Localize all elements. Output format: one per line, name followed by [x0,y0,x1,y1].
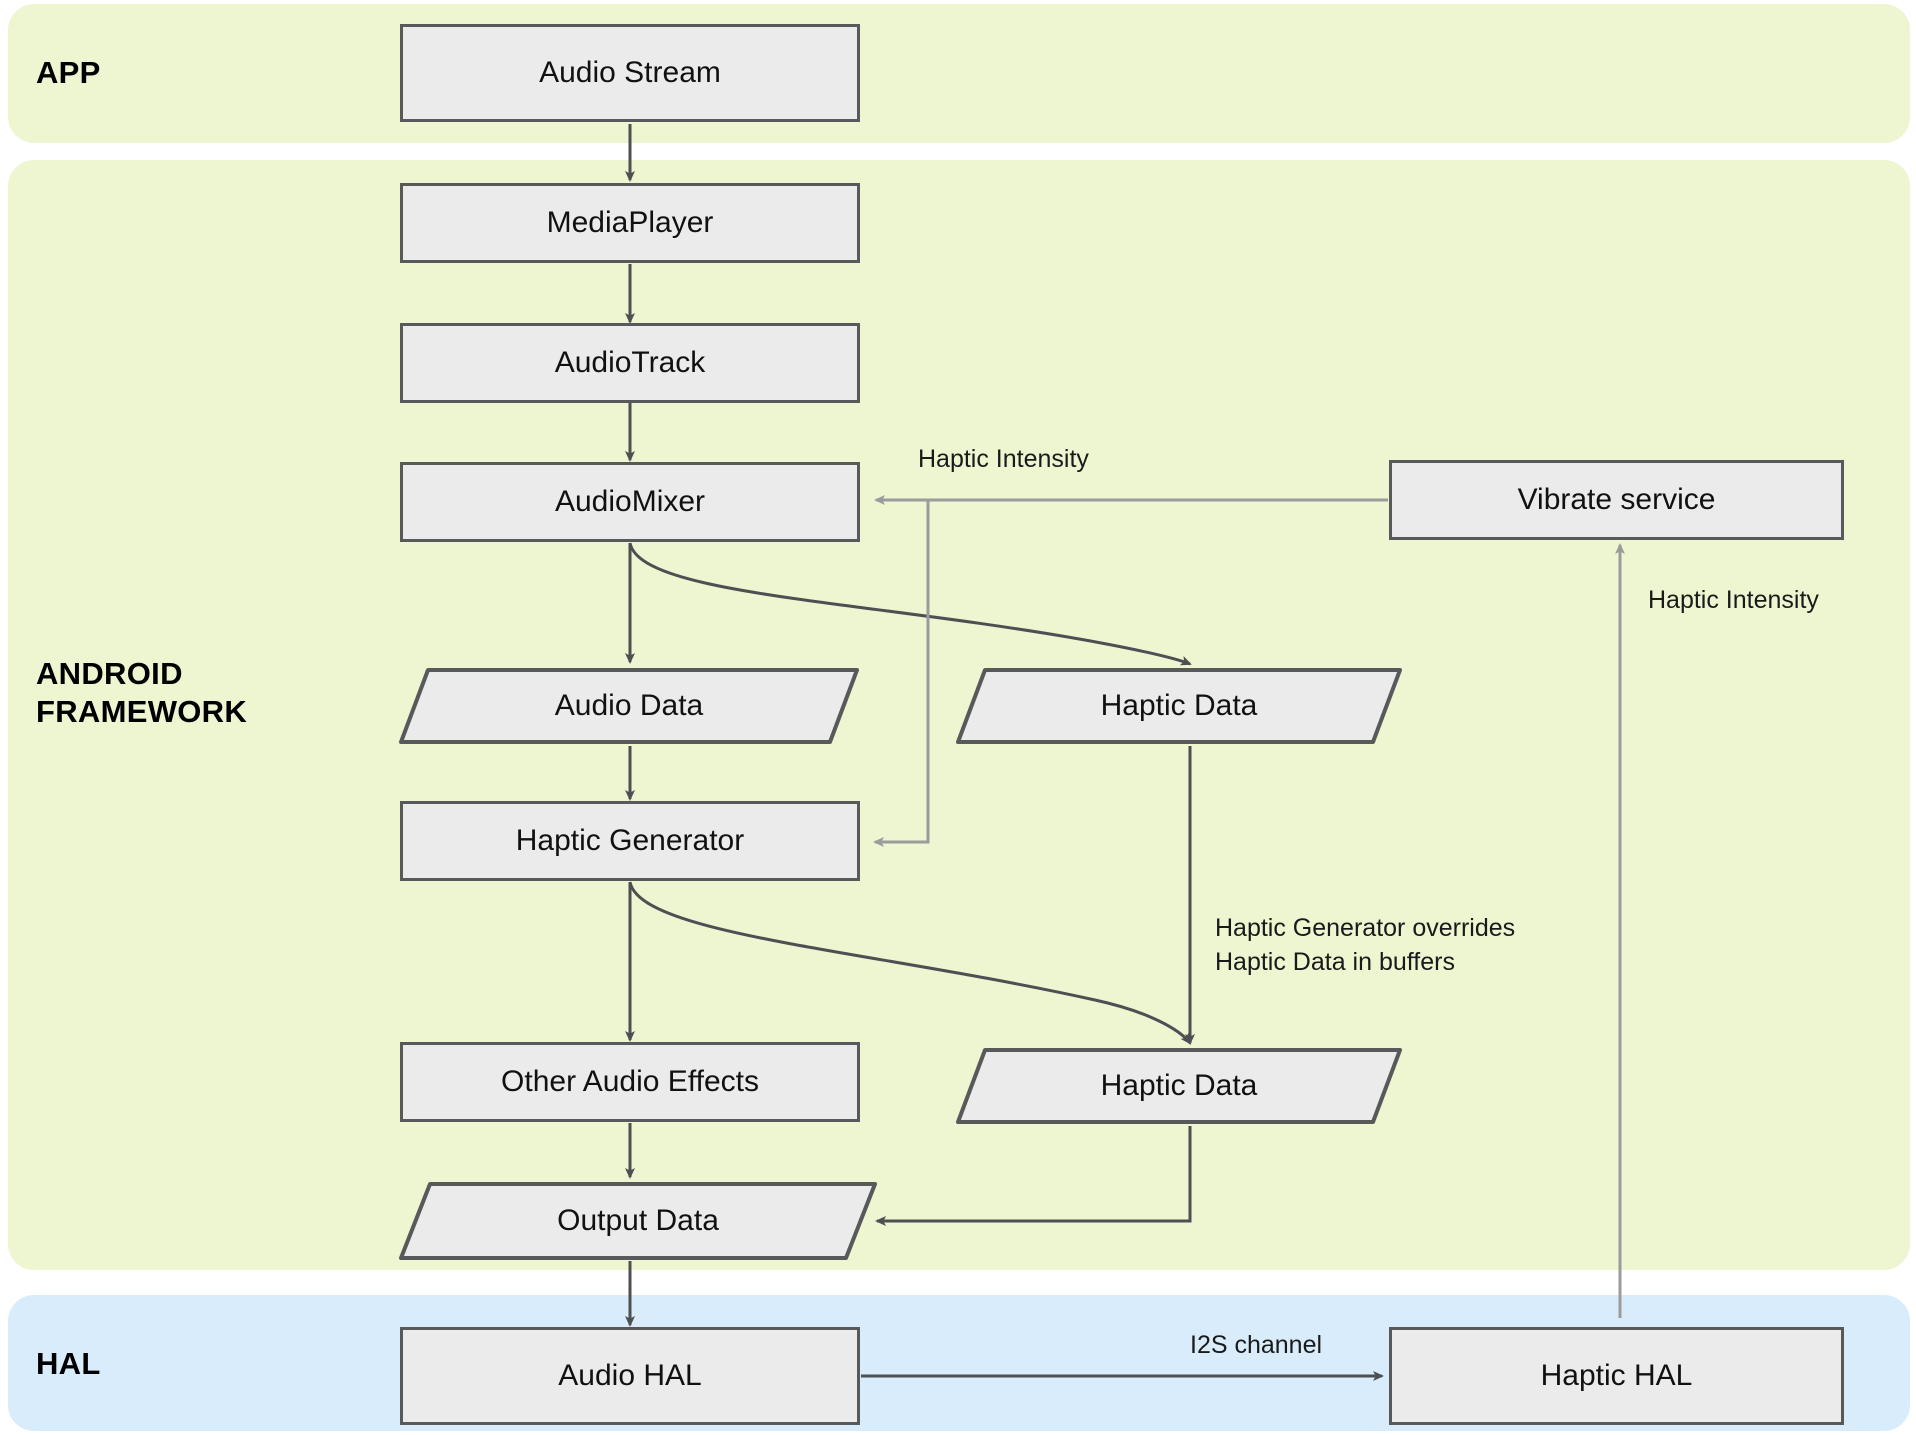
node-audio-track[interactable]: AudioTrack [400,323,860,403]
node-vibrate-service[interactable]: Vibrate service [1389,460,1844,540]
node-audio-data[interactable]: Audio Data [398,667,860,745]
node-audio-hal[interactable]: Audio HAL [400,1327,860,1425]
node-audio-data-label: Audio Data [554,689,704,722]
node-audio-stream-label: Audio Stream [539,56,721,89]
node-media-player-label: MediaPlayer [546,206,714,239]
edge-label-i2s-channel: I2S channel [1190,1331,1323,1359]
node-haptic-generator-label: Haptic Generator [515,824,745,857]
node-audio-stream[interactable]: Audio Stream [400,24,860,122]
audio-data-shape [398,667,860,745]
haptic-data-1-shape [955,667,1403,745]
node-audio-mixer-label: AudioMixer [554,485,706,518]
node-audio-hal-label: Audio HAL [558,1359,702,1392]
haptic-data-2-shape [955,1047,1403,1125]
panel-label-hal: HAL [36,1346,101,1381]
node-haptic-hal[interactable]: Haptic HAL [1389,1327,1844,1425]
node-media-player[interactable]: MediaPlayer [400,183,860,263]
node-other-audio-effects-label: Other Audio Effects [501,1065,759,1098]
node-haptic-data-2-label: Haptic Data [1100,1069,1258,1102]
node-audio-track-label: AudioTrack [554,346,706,379]
node-haptic-generator[interactable]: Haptic Generator [400,801,860,881]
edge-label-override-note: Haptic Generator overrides Haptic Data i… [1215,914,1516,976]
edge-label-haptic-intensity-right: Haptic Intensity [1648,586,1819,614]
panel-label-app: APP [36,55,101,90]
node-haptic-data-1[interactable]: Haptic Data [955,667,1403,745]
node-output-data[interactable]: Output Data [398,1181,878,1261]
node-output-data-label: Output Data [557,1204,719,1237]
node-vibrate-service-label: Vibrate service [1517,483,1716,516]
edge-label-haptic-intensity-top: Haptic Intensity [918,445,1089,473]
panel-app [8,4,1910,143]
node-other-audio-effects[interactable]: Other Audio Effects [400,1042,860,1122]
node-audio-mixer[interactable]: AudioMixer [400,462,860,542]
node-haptic-data-1-label: Haptic Data [1100,689,1258,722]
panel-label-android-framework: ANDROID FRAMEWORK [36,656,248,729]
node-haptic-hal-label: Haptic HAL [1540,1359,1693,1392]
panel-android-framework [8,160,1910,1270]
output-data-shape [398,1181,878,1261]
node-haptic-data-2[interactable]: Haptic Data [955,1047,1403,1125]
